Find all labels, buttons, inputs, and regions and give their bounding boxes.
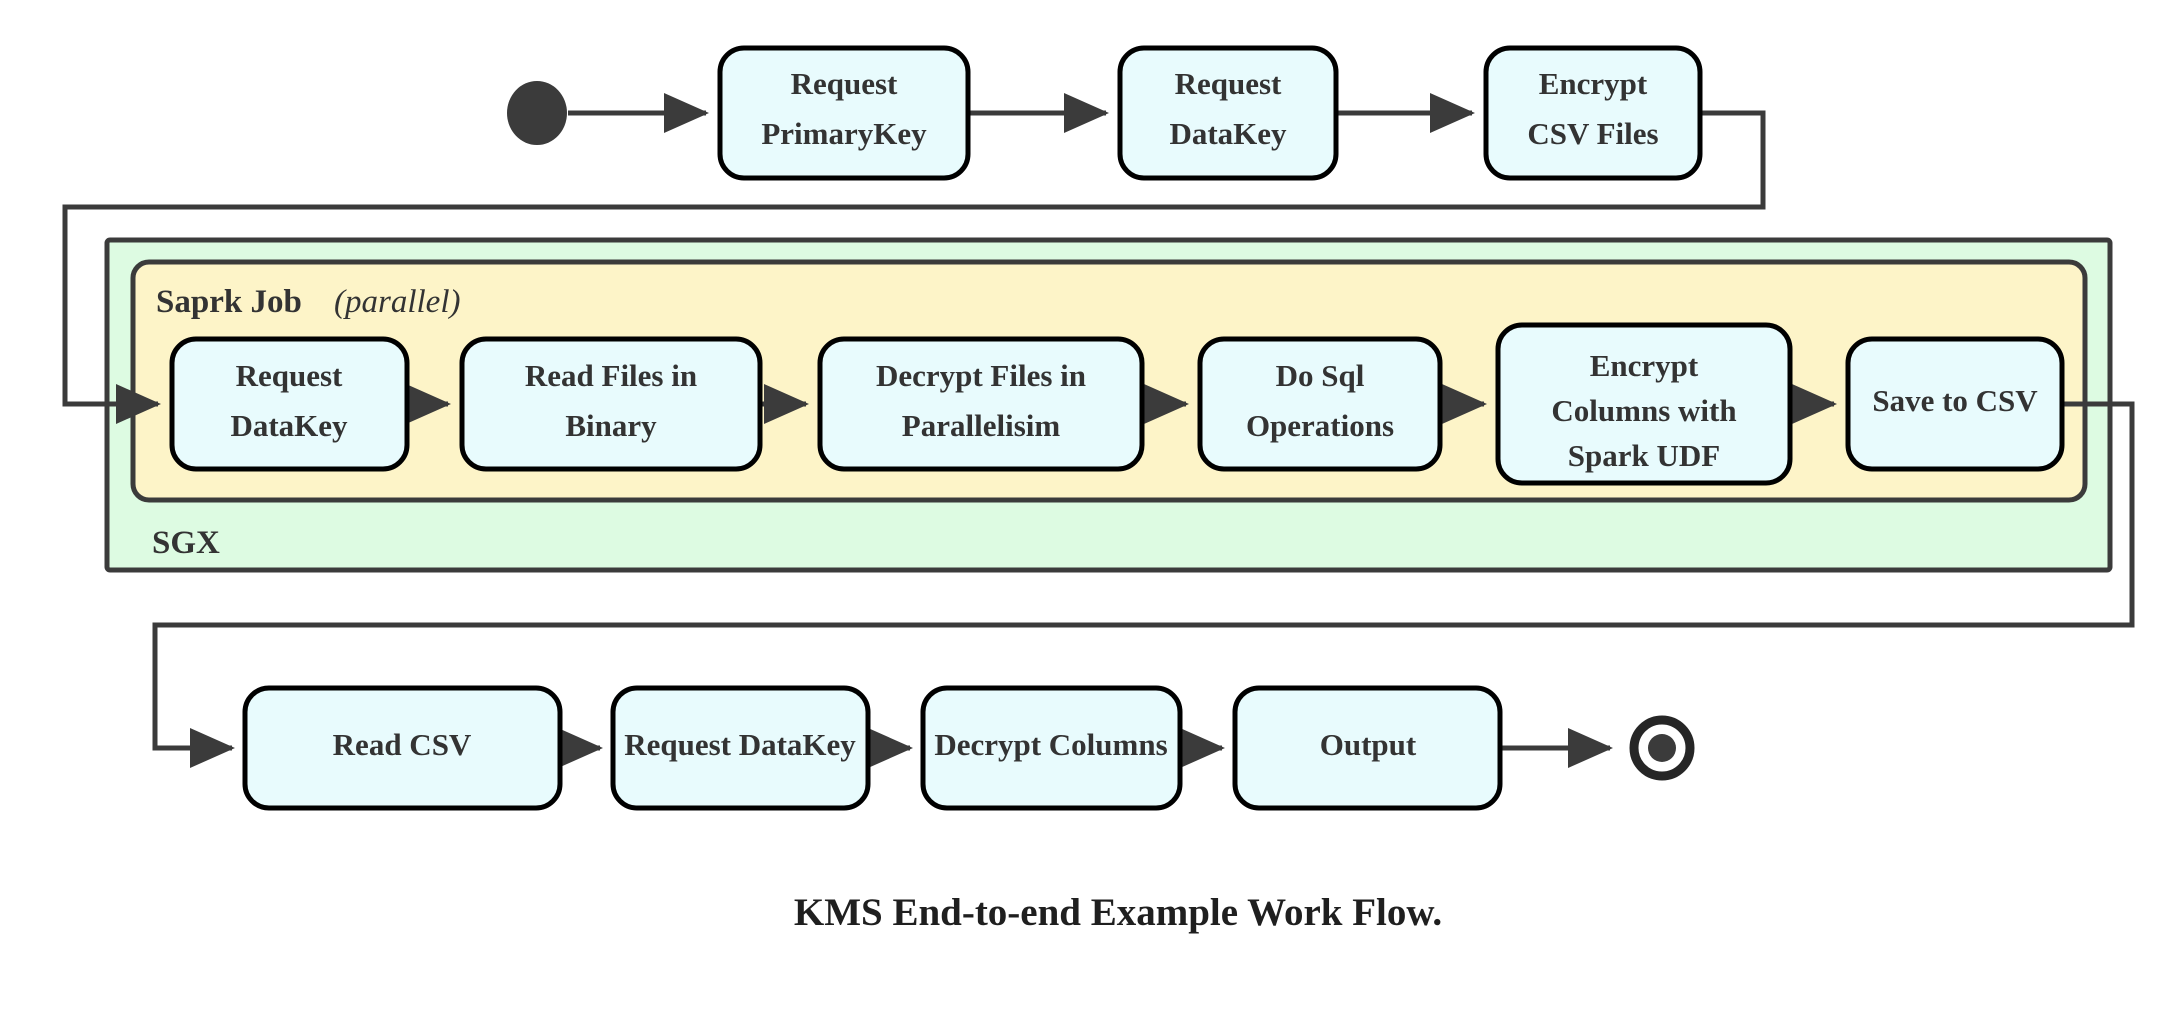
node-read-files-in-binary[interactable]: Read Files in Binary xyxy=(459,336,763,472)
node-request-datakey-spark-line1: Request xyxy=(236,358,343,393)
node-read-files-in-binary-line1: Read Files in xyxy=(525,358,697,393)
node-save-to-csv-rect[interactable] xyxy=(1845,336,2065,472)
node-read-csv-label: Read CSV xyxy=(333,727,472,762)
end-node xyxy=(1629,715,1695,781)
node-read-files-in-binary-rect[interactable] xyxy=(459,336,763,472)
node-do-sql-operations-line2: Operations xyxy=(1246,408,1394,443)
node-do-sql-operations-line1: Do Sql xyxy=(1276,358,1365,393)
node-decrypt-columns-label: Decrypt Columns xyxy=(934,727,1167,762)
node-request-datakey-top[interactable]: Request DataKey xyxy=(1117,45,1339,181)
node-decrypt-columns[interactable]: Decrypt Columns xyxy=(920,685,1183,811)
node-decrypt-columns-rect[interactable] xyxy=(920,685,1183,811)
node-request-datakey-spark-line2: DataKey xyxy=(230,408,348,443)
node-encrypt-columns-line2: Columns with xyxy=(1551,393,1736,428)
spark-job-label: Saprk Job xyxy=(156,284,302,320)
node-output[interactable]: Output xyxy=(1232,685,1503,811)
end-node-ring xyxy=(1629,715,1695,781)
node-request-datakey-bottom-rect[interactable] xyxy=(610,685,871,811)
node-output-rect[interactable] xyxy=(1232,685,1503,811)
node-read-files-in-binary-line2: Binary xyxy=(565,408,657,443)
node-request-datakey-top-line2: DataKey xyxy=(1169,116,1287,151)
node-request-datakey-spark[interactable]: Request DataKey xyxy=(169,336,410,472)
node-read-csv-rect[interactable] xyxy=(242,685,563,811)
node-request-datakey-spark-rect[interactable] xyxy=(169,336,410,472)
node-output-label: Output xyxy=(1320,727,1417,762)
spark-job-parallel-label: (parallel) xyxy=(334,284,460,320)
node-save-to-csv-label: Save to CSV xyxy=(1872,383,2038,418)
node-encrypt-columns-rect[interactable] xyxy=(1495,322,1793,486)
node-save-to-csv[interactable]: Save to CSV xyxy=(1845,336,2065,472)
node-encrypt-csv-files-line1: Encrypt xyxy=(1539,66,1648,101)
node-do-sql-operations[interactable]: Do Sql Operations xyxy=(1197,336,1443,472)
node-encrypt-csv-files[interactable]: Encrypt CSV Files xyxy=(1483,45,1703,181)
node-decrypt-files-line2: Parallelisim xyxy=(902,408,1061,443)
node-read-csv[interactable]: Read CSV xyxy=(242,685,563,811)
node-encrypt-columns-line1: Encrypt xyxy=(1590,348,1699,383)
node-request-primarykey-rect[interactable] xyxy=(717,45,971,181)
node-do-sql-operations-rect[interactable] xyxy=(1197,336,1443,472)
node-encrypt-columns-line3: Spark UDF xyxy=(1568,438,1720,473)
node-decrypt-files-in-parallelisim-rect[interactable] xyxy=(817,336,1145,472)
node-encrypt-csv-files-line2: CSV Files xyxy=(1527,116,1658,151)
node-request-datakey-bottom[interactable]: Request DataKey xyxy=(610,685,871,811)
node-request-datakey-top-rect[interactable] xyxy=(1117,45,1339,181)
node-encrypt-columns-with-spark-udf[interactable]: Encrypt Columns with Spark UDF xyxy=(1495,322,1793,486)
node-decrypt-files-line1: Decrypt Files in xyxy=(876,358,1086,393)
node-request-datakey-top-line1: Request xyxy=(1175,66,1282,101)
node-request-primarykey-line1: Request xyxy=(791,66,898,101)
node-encrypt-csv-files-rect[interactable] xyxy=(1483,45,1703,181)
node-request-datakey-bottom-label: Request DataKey xyxy=(624,727,856,762)
node-request-primarykey-line2: PrimaryKey xyxy=(761,116,927,151)
start-node-circle xyxy=(507,81,567,145)
sgx-container-label: SGX xyxy=(152,525,220,561)
edge-encrypt-csv-to-spark-request-datakey xyxy=(62,110,1766,424)
node-request-primarykey[interactable]: Request PrimaryKey xyxy=(717,45,971,181)
edge-save-csv-to-read-csv xyxy=(152,401,2135,768)
diagram-caption: KMS End-to-end Example Work Flow. xyxy=(794,891,1442,934)
node-decrypt-files-in-parallelisim[interactable]: Decrypt Files in Parallelisim xyxy=(817,336,1145,472)
start-node xyxy=(507,81,567,145)
end-node-inner-dot xyxy=(1648,734,1676,762)
